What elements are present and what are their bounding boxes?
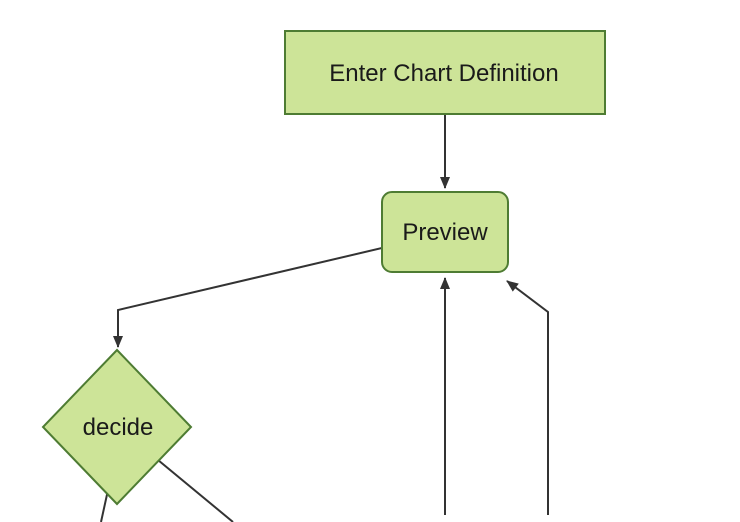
node-decide: decide <box>41 348 193 506</box>
preview-label: Preview <box>402 219 488 246</box>
enter-chart-definition-label: Enter Chart Definition <box>329 60 558 87</box>
edge-decide-to-bottom-right <box>157 459 234 522</box>
edge-layer <box>100 114 549 522</box>
enter-chart-definition-shape <box>284 30 606 115</box>
decide-label: decide <box>83 414 154 441</box>
edge-bottom-right-to-preview <box>506 280 549 515</box>
edge-decide-to-bottom-left <box>100 489 109 522</box>
preview-shape <box>381 191 509 273</box>
node-enter-chart-definition: Enter Chart Definition <box>284 30 606 115</box>
decide-shape <box>41 348 193 506</box>
edge-preview-to-decide <box>113 247 383 348</box>
node-preview: Preview <box>381 191 509 273</box>
